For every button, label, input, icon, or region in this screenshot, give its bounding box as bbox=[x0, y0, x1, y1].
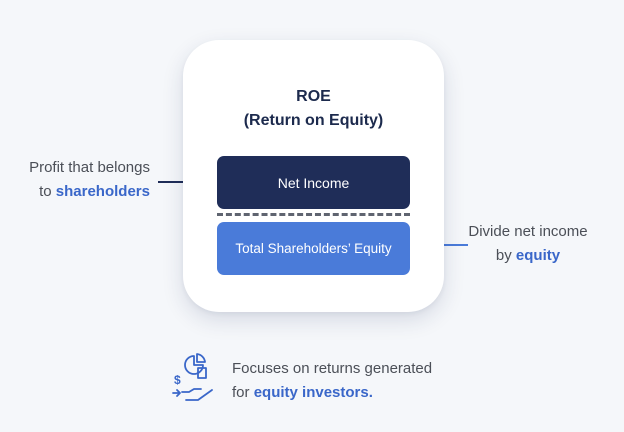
denominator-annotation: Divide net income by equity bbox=[446, 220, 610, 268]
roe-formula-card: ROE (Return on Equity) Net Income Total … bbox=[183, 40, 444, 312]
formula-title: ROE bbox=[296, 88, 331, 105]
footer-note-line1: Focuses on returns generated bbox=[232, 360, 433, 377]
denominator-annotation-line2: by equity bbox=[495, 247, 561, 264]
fraction-divider bbox=[217, 213, 410, 216]
svg-text:$: $ bbox=[174, 373, 181, 387]
footer-note: Focuses on returns generated for equity … bbox=[232, 357, 612, 405]
footer-note-line2: for equity investors. bbox=[232, 384, 373, 401]
denominator-annotation-emphasis: equity bbox=[515, 247, 561, 264]
denominator-label: Total Shareholders’ Equity bbox=[235, 241, 392, 256]
numerator-annotation-emphasis: shareholders bbox=[55, 183, 150, 200]
numerator-annotation-line2: to shareholders bbox=[39, 183, 150, 200]
numerator-label: Net Income bbox=[277, 174, 350, 191]
investor-returns-icon: $ bbox=[172, 353, 213, 401]
numerator-annotation-line1: Profit that belongs bbox=[29, 159, 150, 176]
denominator-box: Total Shareholders’ Equity bbox=[217, 222, 410, 275]
numerator-box: Net Income bbox=[217, 156, 410, 209]
formula-subtitle: (Return on Equity) bbox=[243, 112, 384, 129]
footer-note-emphasis: equity investors. bbox=[253, 384, 373, 401]
numerator-annotation: Profit that belongs to shareholders bbox=[0, 156, 150, 204]
denominator-annotation-line1: Divide net income bbox=[468, 223, 588, 240]
